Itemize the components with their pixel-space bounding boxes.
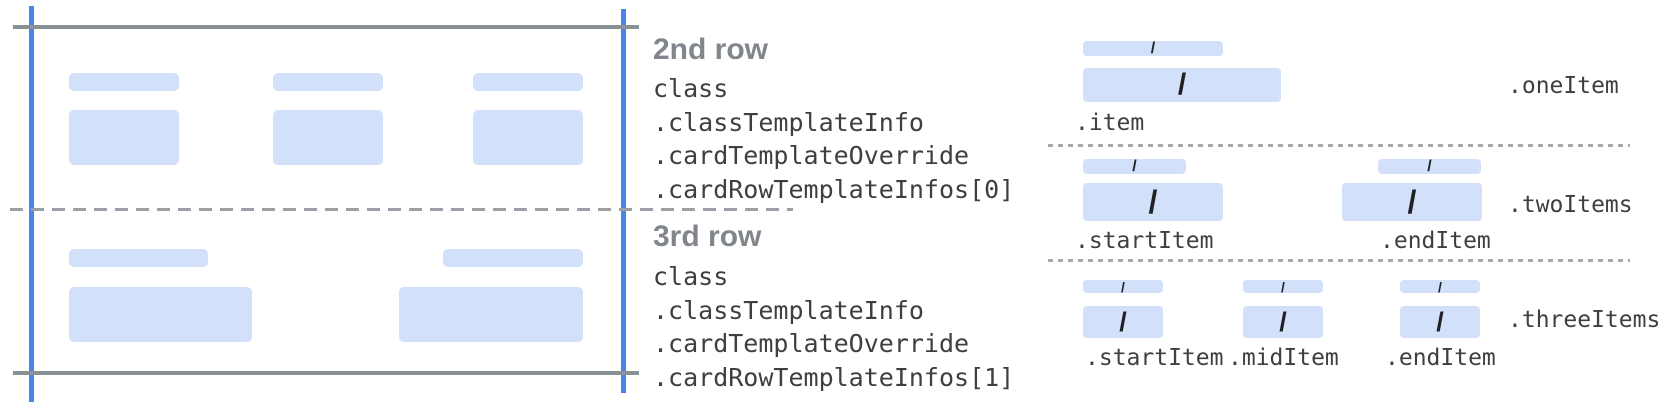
code-line: .cardRowTemplateInfos[1]: [653, 362, 1015, 392]
code-line: .classTemplateInfo: [653, 107, 924, 137]
slash-separator-glyph: /: [1177, 68, 1187, 101]
oneitem-label-bar: /: [1083, 39, 1223, 57]
oneitem-value-bar: /: [1083, 68, 1281, 102]
card-top-boundary-line: [13, 25, 639, 29]
slash-separator-glyph: /: [1121, 278, 1125, 295]
row3-start-value-placeholder: [69, 287, 252, 342]
twoitems-start-label-bar: /: [1083, 157, 1186, 175]
oneitem-layout-name: .oneItem: [1508, 73, 1619, 99]
threeitems-enditem-label: .endItem: [1385, 345, 1496, 371]
slash-separator-glyph: /: [1281, 278, 1285, 295]
slash-separator-glyph: /: [1150, 39, 1156, 57]
card-right-edge-line: [621, 9, 626, 393]
threeitems-mid-value-bar: /: [1243, 306, 1323, 338]
row2-col3-label-placeholder: [473, 73, 583, 91]
row3-heading: 3rd row: [653, 220, 762, 253]
code-line: .cardRowTemplateInfos[0]: [653, 174, 1015, 204]
twoitems-startitem-label: .startItem: [1075, 228, 1214, 254]
code-line: class: [653, 262, 729, 291]
twoitems-start-value-bar: /: [1083, 183, 1223, 221]
row3-start-label-placeholder: [69, 249, 208, 267]
threeitems-end-value-bar: /: [1400, 306, 1480, 338]
threeitems-start-label-bar: /: [1083, 278, 1163, 295]
slash-separator-glyph: /: [1436, 306, 1444, 337]
slash-separator-glyph: /: [1438, 278, 1442, 295]
slash-separator-glyph: /: [1279, 306, 1287, 337]
row2-col1-value-placeholder: [69, 110, 179, 165]
slash-separator-glyph: /: [1132, 157, 1137, 175]
row3-end-value-placeholder: [399, 287, 583, 342]
card-bottom-boundary-line: [13, 371, 639, 375]
twoitems-end-label-bar: /: [1378, 157, 1481, 175]
row2-col2-value-placeholder: [273, 110, 383, 165]
twoitems-layout-name: .twoItems: [1508, 192, 1633, 218]
code-line: .classTemplateInfo: [653, 295, 924, 325]
threeitems-startitem-label: .startItem: [1085, 345, 1224, 371]
threeitems-mid-label-bar: /: [1243, 278, 1323, 295]
slash-separator-glyph: /: [1407, 184, 1417, 220]
row2-col3-value-placeholder: [473, 110, 583, 165]
layout-section-divider-dashed-line: [1048, 259, 1630, 262]
oneitem-item-label: .item: [1075, 110, 1145, 136]
code-line: class: [653, 74, 729, 103]
slash-separator-glyph: /: [1427, 157, 1432, 175]
row2-class-path: class .classTemplateInfo .cardTemplateOv…: [653, 72, 1014, 206]
row2-col2-label-placeholder: [273, 73, 383, 91]
twoitems-enditem-label: .endItem: [1380, 228, 1491, 254]
threeitems-layout-name: .threeItems: [1508, 307, 1661, 333]
code-line: .cardTemplateOverride: [653, 141, 970, 170]
row2-col1-label-placeholder: [69, 73, 179, 91]
threeitems-start-value-bar: /: [1083, 306, 1163, 338]
code-line: .cardTemplateOverride: [653, 329, 970, 358]
slash-separator-glyph: /: [1119, 306, 1127, 337]
twoitems-end-value-bar: /: [1342, 183, 1482, 221]
slash-separator-glyph: /: [1148, 184, 1158, 220]
threeitems-end-label-bar: /: [1400, 278, 1480, 295]
row2-heading: 2nd row: [653, 33, 769, 66]
threeitems-miditem-label: .midItem: [1228, 345, 1339, 371]
layout-section-divider-dashed-line: [1048, 144, 1630, 147]
card-left-edge-line: [29, 6, 34, 402]
row3-class-path: class .classTemplateInfo .cardTemplateOv…: [653, 260, 1014, 394]
row3-end-label-placeholder: [443, 249, 583, 267]
card-row-divider-dashed-line: [10, 208, 793, 211]
